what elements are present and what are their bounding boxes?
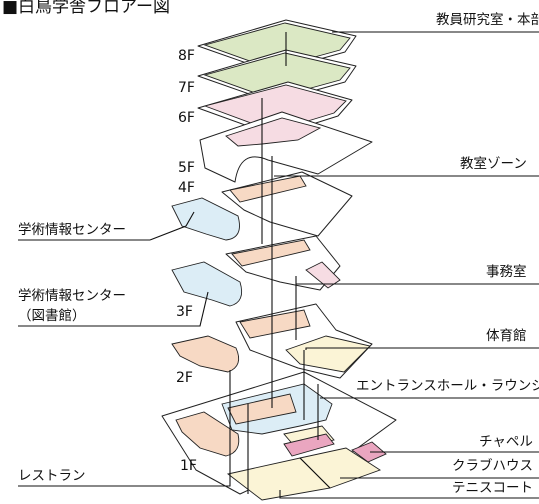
floor-3f xyxy=(171,235,341,307)
callout-clubhouse: クラブハウス xyxy=(452,457,533,474)
gym-area-2f xyxy=(285,335,371,373)
classroom-area-1f xyxy=(227,393,297,425)
classroom-area-4f xyxy=(229,175,307,203)
library-3f xyxy=(171,261,243,307)
floor-label-4f: 4F xyxy=(178,180,195,196)
callout-info-center: 学術情報センター xyxy=(18,222,126,238)
floor-6f xyxy=(197,81,353,135)
classroom-area-2f xyxy=(239,309,311,339)
callout-entrance: エントランスホール・ラウンジ xyxy=(356,378,539,394)
shaft-lines xyxy=(247,32,319,494)
callout-leaders-right xyxy=(274,31,539,499)
floor-4f xyxy=(171,171,353,241)
restaurant-area-1f xyxy=(175,411,240,457)
floor-label-5f: 5F xyxy=(178,160,195,176)
chapel-annex-1f xyxy=(283,433,335,457)
callout-library-a: 学術情報センター xyxy=(18,288,126,304)
floor-2f xyxy=(171,303,373,379)
classroom-area-3f xyxy=(231,239,311,267)
callout-tennis: テニスコート xyxy=(452,480,533,496)
callout-leaders-left xyxy=(18,211,231,487)
map-title: ■白鳥学舎フロアー図 xyxy=(2,0,170,17)
classroom-area-5f xyxy=(225,117,322,147)
floor-1f xyxy=(161,371,397,501)
callout-classroom-zone: 教室ゾーン xyxy=(460,155,527,172)
floor-label-3f: 3F xyxy=(176,304,193,320)
callout-chapel: チャペル xyxy=(479,434,533,450)
callout-faculty: 教員研究室・本部 xyxy=(436,11,539,28)
office-area-3f xyxy=(305,261,341,289)
callout-office: 事務室 xyxy=(486,263,527,280)
floor-label-2f: 2F xyxy=(176,370,193,386)
floor-label-1f: 1F xyxy=(180,458,197,474)
floor-label-8f: 8F xyxy=(178,48,195,64)
callout-gym: 体育館 xyxy=(486,328,527,344)
info-center-4f xyxy=(171,197,240,241)
restaurant-area-2f xyxy=(171,335,240,373)
floor-label-7f: 7F xyxy=(178,80,195,96)
chapel-area-1f xyxy=(351,441,387,463)
floor-5f xyxy=(199,111,373,183)
floor-label-6f: 6F xyxy=(178,110,195,126)
callout-library-b: （図書館） xyxy=(18,308,86,324)
callout-restaurant: レストラン xyxy=(18,468,86,484)
